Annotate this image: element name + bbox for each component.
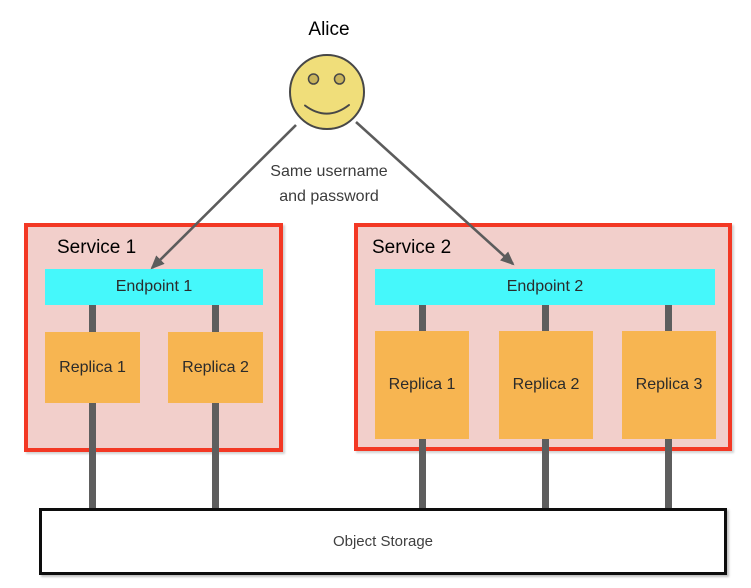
annotation-text: Same username and password — [243, 159, 415, 209]
smiley-face-icon — [289, 54, 365, 130]
service-2-replica-1: Replica 1 — [375, 331, 469, 439]
annotation-line-2: and password — [279, 188, 379, 205]
service-2-replica-2: Replica 2 — [499, 331, 593, 439]
left-eye — [307, 73, 320, 85]
annotation-line-1: Same username — [270, 163, 388, 180]
service-2-title: Service 2 — [372, 237, 452, 258]
service-2-endpoint: Endpoint 2 — [375, 269, 715, 305]
face-circle — [289, 54, 365, 130]
connector-line — [89, 305, 96, 513]
service-2-replica-3: Replica 3 — [622, 331, 716, 439]
actor-label: Alice — [308, 19, 350, 40]
service-2-box: Service 2 Endpoint 2 Replica 1 Replica 2… — [354, 223, 732, 513]
service-1-box: Service 1 Endpoint 1 Replica 1 Replica 2 — [24, 223, 283, 513]
service-1-endpoint: Endpoint 1 — [45, 269, 263, 305]
object-storage-box: Object Storage — [39, 508, 727, 575]
service-1-title: Service 1 — [57, 237, 137, 258]
service-1-replica-2: Replica 2 — [168, 332, 263, 403]
service-1-replica-1: Replica 1 — [45, 332, 140, 403]
smile — [304, 104, 350, 115]
right-eye — [333, 73, 346, 85]
object-storage-label: Object Storage — [332, 533, 434, 550]
connector-line — [212, 305, 219, 513]
